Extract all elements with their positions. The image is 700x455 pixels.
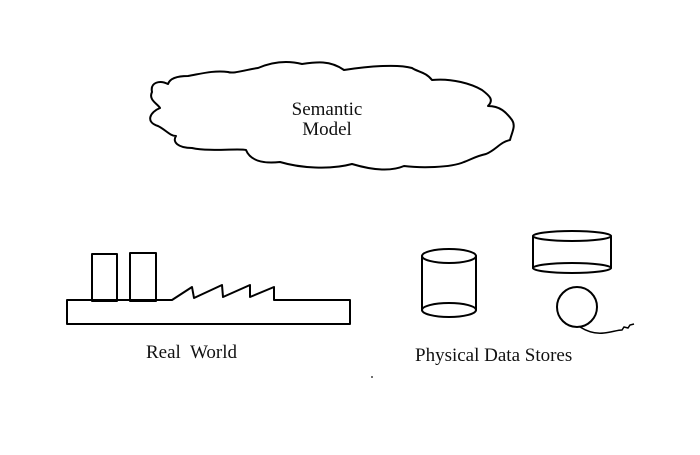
physical-data-stores-label: Physical Data Stores bbox=[415, 345, 573, 366]
tape-reel-icon bbox=[556, 286, 635, 334]
semantic-model-line1: Semantic bbox=[291, 99, 363, 120]
factory-chimney-right bbox=[129, 252, 157, 302]
real-world-label: Real World bbox=[146, 342, 237, 363]
semantic-model-line2: Model bbox=[302, 119, 352, 140]
semantic-model-cloud bbox=[149, 60, 515, 171]
semantic-model-label: Semantic Model bbox=[282, 100, 372, 140]
factory-chimney-left bbox=[91, 253, 118, 302]
factory-outline bbox=[66, 284, 351, 325]
stray-dot bbox=[371, 376, 373, 378]
drum-storage-icon bbox=[532, 230, 612, 274]
disk-cylinder-icon bbox=[421, 248, 477, 318]
